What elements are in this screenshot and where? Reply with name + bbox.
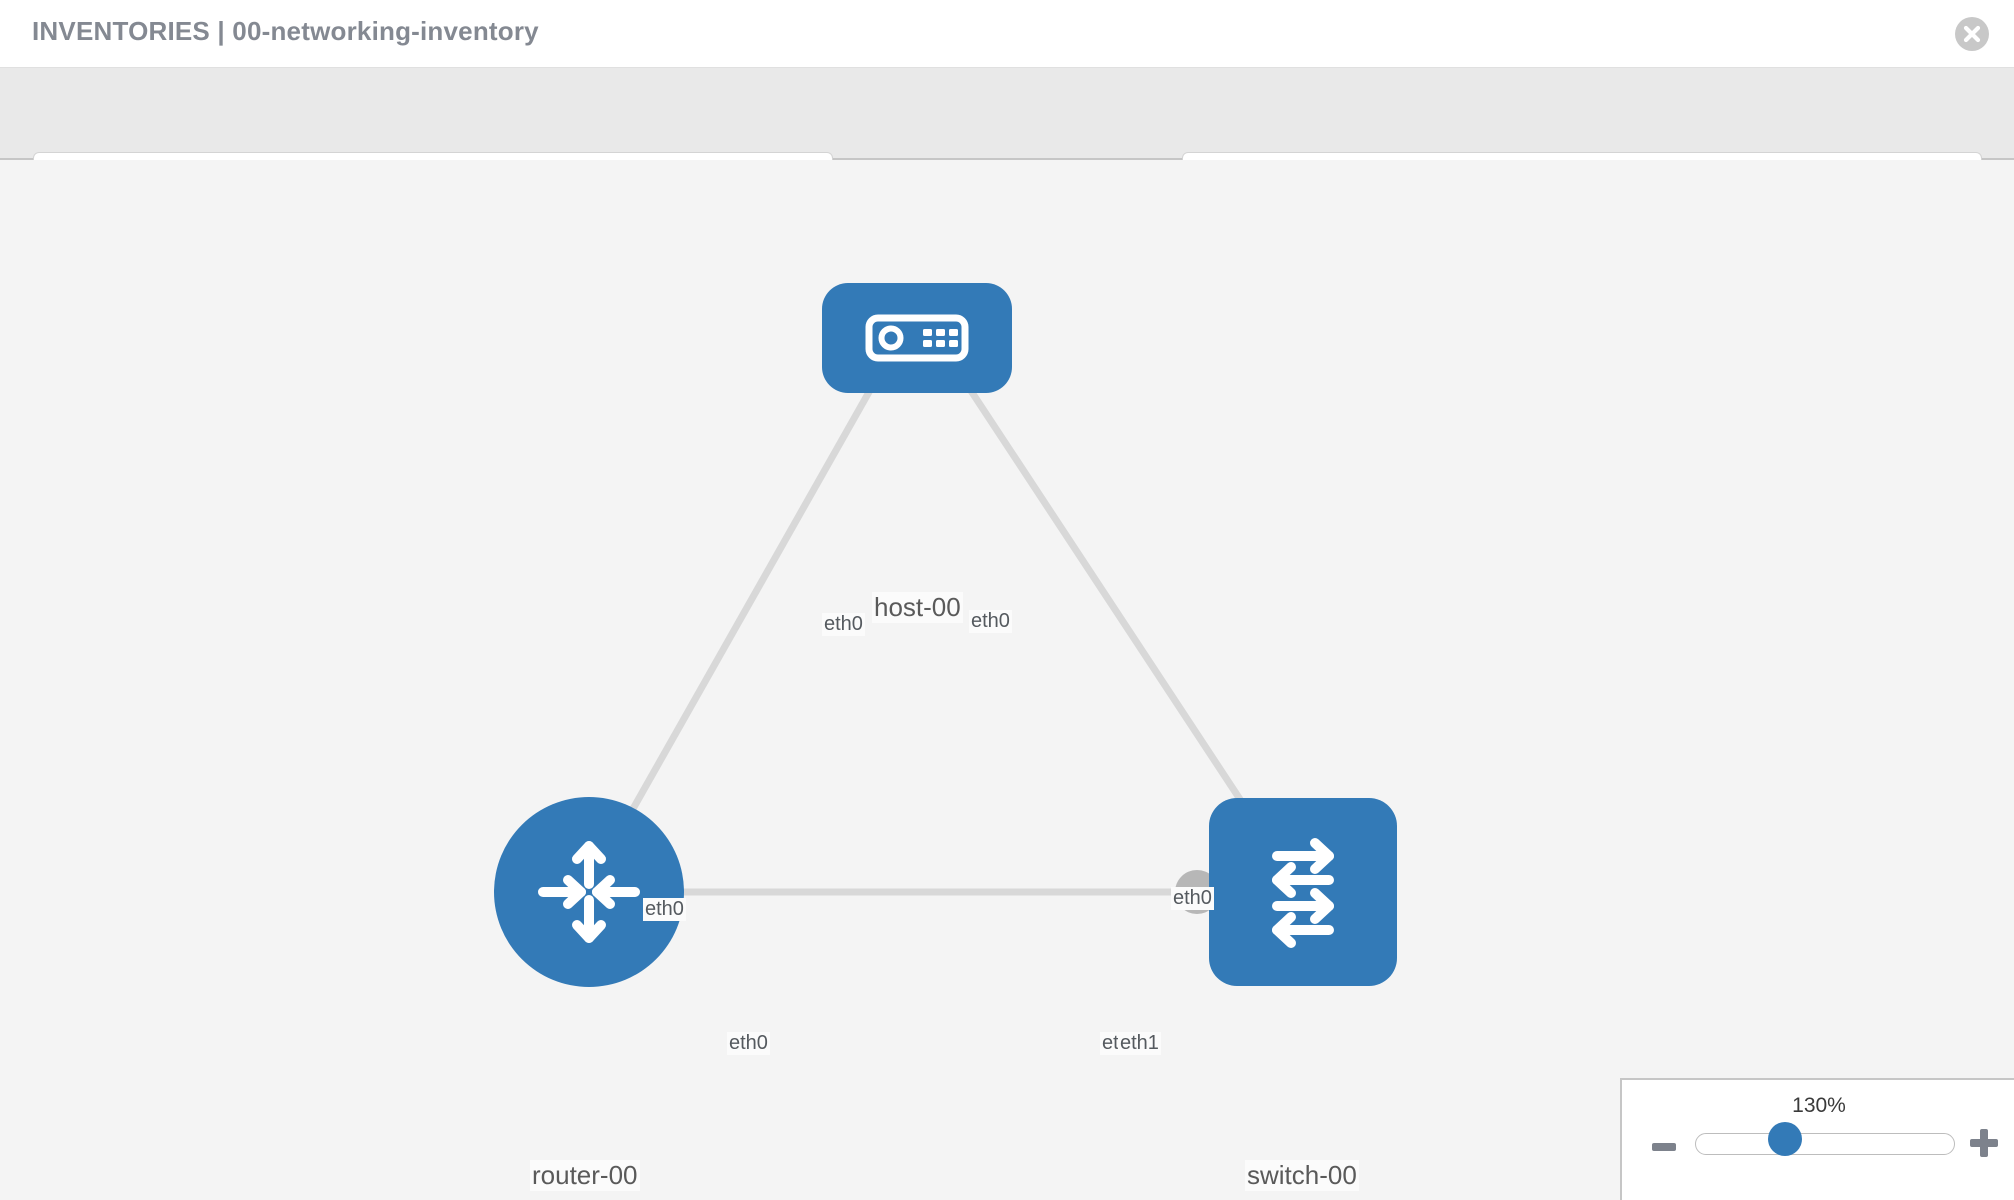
iface-label: eth0 [1171,887,1214,910]
zoom-control-panel: 130% [1620,1078,2014,1200]
zoom-slider-track[interactable] [1695,1133,1955,1155]
node-label-switch: switch-00 [1245,1160,1359,1191]
iface-label: eth0 [643,898,686,921]
node-host-00[interactable] [822,283,1012,393]
node-switch-00[interactable] [1209,798,1397,986]
iface-label: eth0 [822,613,865,636]
zoom-in-button[interactable] [1970,1128,1998,1158]
link-host-switch[interactable] [949,360,1283,862]
node-label-host: host-00 [872,592,963,623]
zoom-level-value: 130% [1792,1094,1846,1117]
node-label-router: router-00 [530,1160,640,1191]
close-icon[interactable] [1954,16,1990,52]
topology-canvas[interactable]: host-00 router-00 switch-00 eth0 eth0 et… [0,160,2014,1200]
iface-label: eth0 [969,610,1012,633]
iface-label: eth1 [1118,1032,1161,1055]
page-header: INVENTORIES | 00-networking-inventory [0,0,2014,68]
zoom-slider-thumb[interactable] [1768,1122,1802,1156]
node-router-00[interactable] [494,797,684,987]
iface-label: eth0 [727,1032,770,1055]
topology-links [600,360,1283,896]
zoom-out-button[interactable] [1652,1136,1676,1158]
page-title: INVENTORIES | 00-networking-inventory [32,16,539,46]
topology-graph [494,283,1397,987]
toolbar: ACTIONS SEARCH [0,68,2014,205]
link-host-router[interactable] [600,360,890,862]
